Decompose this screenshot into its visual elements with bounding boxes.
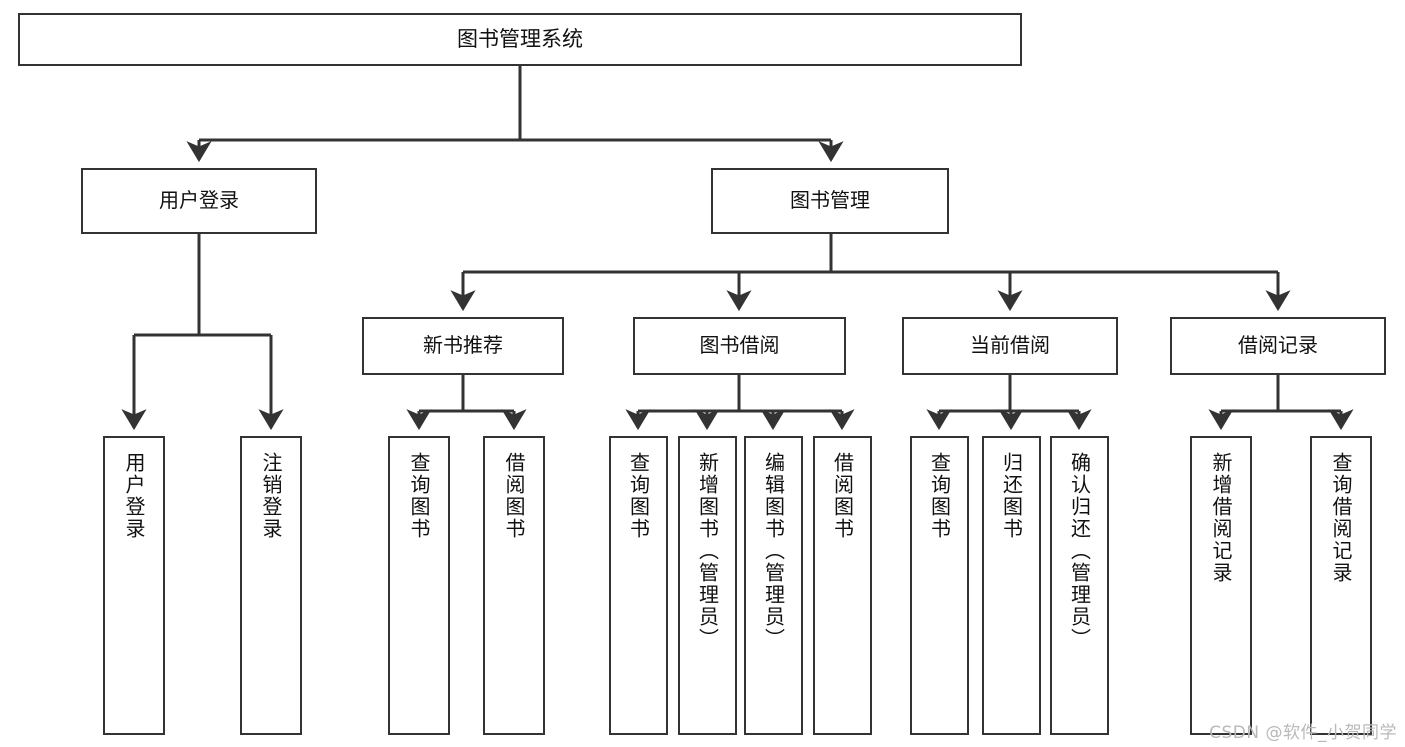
node-label: 新增图书（管理员） bbox=[695, 452, 720, 650]
node-label: 归还图书 bbox=[999, 452, 1024, 540]
node-leaf-add-book-admin[interactable]: 新增图书（管理员） bbox=[678, 436, 737, 735]
node-leaf-query-book-current[interactable]: 查询图书 bbox=[910, 436, 969, 735]
node-label: 确认归还（管理员） bbox=[1067, 452, 1092, 650]
node-label: 新增借阅记录 bbox=[1209, 452, 1233, 584]
node-label: 查询图书 bbox=[626, 452, 651, 540]
node-label: 当前借阅 bbox=[970, 333, 1050, 358]
node-book-borrow[interactable]: 图书借阅 bbox=[633, 317, 846, 375]
node-root-system[interactable]: 图书管理系统 bbox=[18, 13, 1022, 66]
node-leaf-borrow-book-new[interactable]: 借阅图书 bbox=[483, 436, 545, 735]
node-label: 注销登录 bbox=[259, 452, 283, 540]
node-label: 查询图书 bbox=[927, 452, 952, 540]
node-label: 图书借阅 bbox=[699, 333, 780, 358]
node-current-borrow[interactable]: 当前借阅 bbox=[902, 317, 1118, 375]
node-leaf-query-borrow-record[interactable]: 查询借阅记录 bbox=[1310, 436, 1372, 735]
node-leaf-add-borrow-record[interactable]: 新增借阅记录 bbox=[1190, 436, 1252, 735]
node-user-login[interactable]: 用户登录 bbox=[81, 168, 317, 234]
node-leaf-query-book-borrow[interactable]: 查询图书 bbox=[609, 436, 668, 735]
node-label: 用户登录 bbox=[122, 452, 146, 540]
node-label: 借阅图书 bbox=[502, 452, 526, 540]
node-label: 查询借阅记录 bbox=[1329, 452, 1353, 584]
node-label: 新书推荐 bbox=[423, 333, 503, 358]
csdn-watermark: CSDN @软件_小贺同学 bbox=[1209, 723, 1397, 743]
node-leaf-query-book-new[interactable]: 查询图书 bbox=[388, 436, 450, 735]
node-book-management[interactable]: 图书管理 bbox=[711, 168, 949, 234]
node-label: 图书管理系统 bbox=[457, 27, 583, 52]
node-label: 借阅图书 bbox=[830, 452, 855, 540]
node-leaf-confirm-return-admin[interactable]: 确认归还（管理员） bbox=[1050, 436, 1109, 735]
node-leaf-edit-book-admin[interactable]: 编辑图书（管理员） bbox=[744, 436, 803, 735]
node-leaf-logout-login[interactable]: 注销登录 bbox=[240, 436, 302, 735]
node-label: 借阅记录 bbox=[1238, 333, 1318, 358]
node-label: 图书管理 bbox=[790, 188, 870, 213]
node-new-book-recommend[interactable]: 新书推荐 bbox=[362, 317, 564, 375]
node-label: 编辑图书（管理员） bbox=[761, 452, 786, 650]
node-leaf-borrow-book[interactable]: 借阅图书 bbox=[813, 436, 872, 735]
node-leaf-user-login[interactable]: 用户登录 bbox=[103, 436, 165, 735]
node-leaf-return-book[interactable]: 归还图书 bbox=[982, 436, 1041, 735]
node-label: 查询图书 bbox=[407, 452, 431, 540]
node-borrow-records[interactable]: 借阅记录 bbox=[1170, 317, 1386, 375]
node-label: 用户登录 bbox=[159, 188, 239, 213]
